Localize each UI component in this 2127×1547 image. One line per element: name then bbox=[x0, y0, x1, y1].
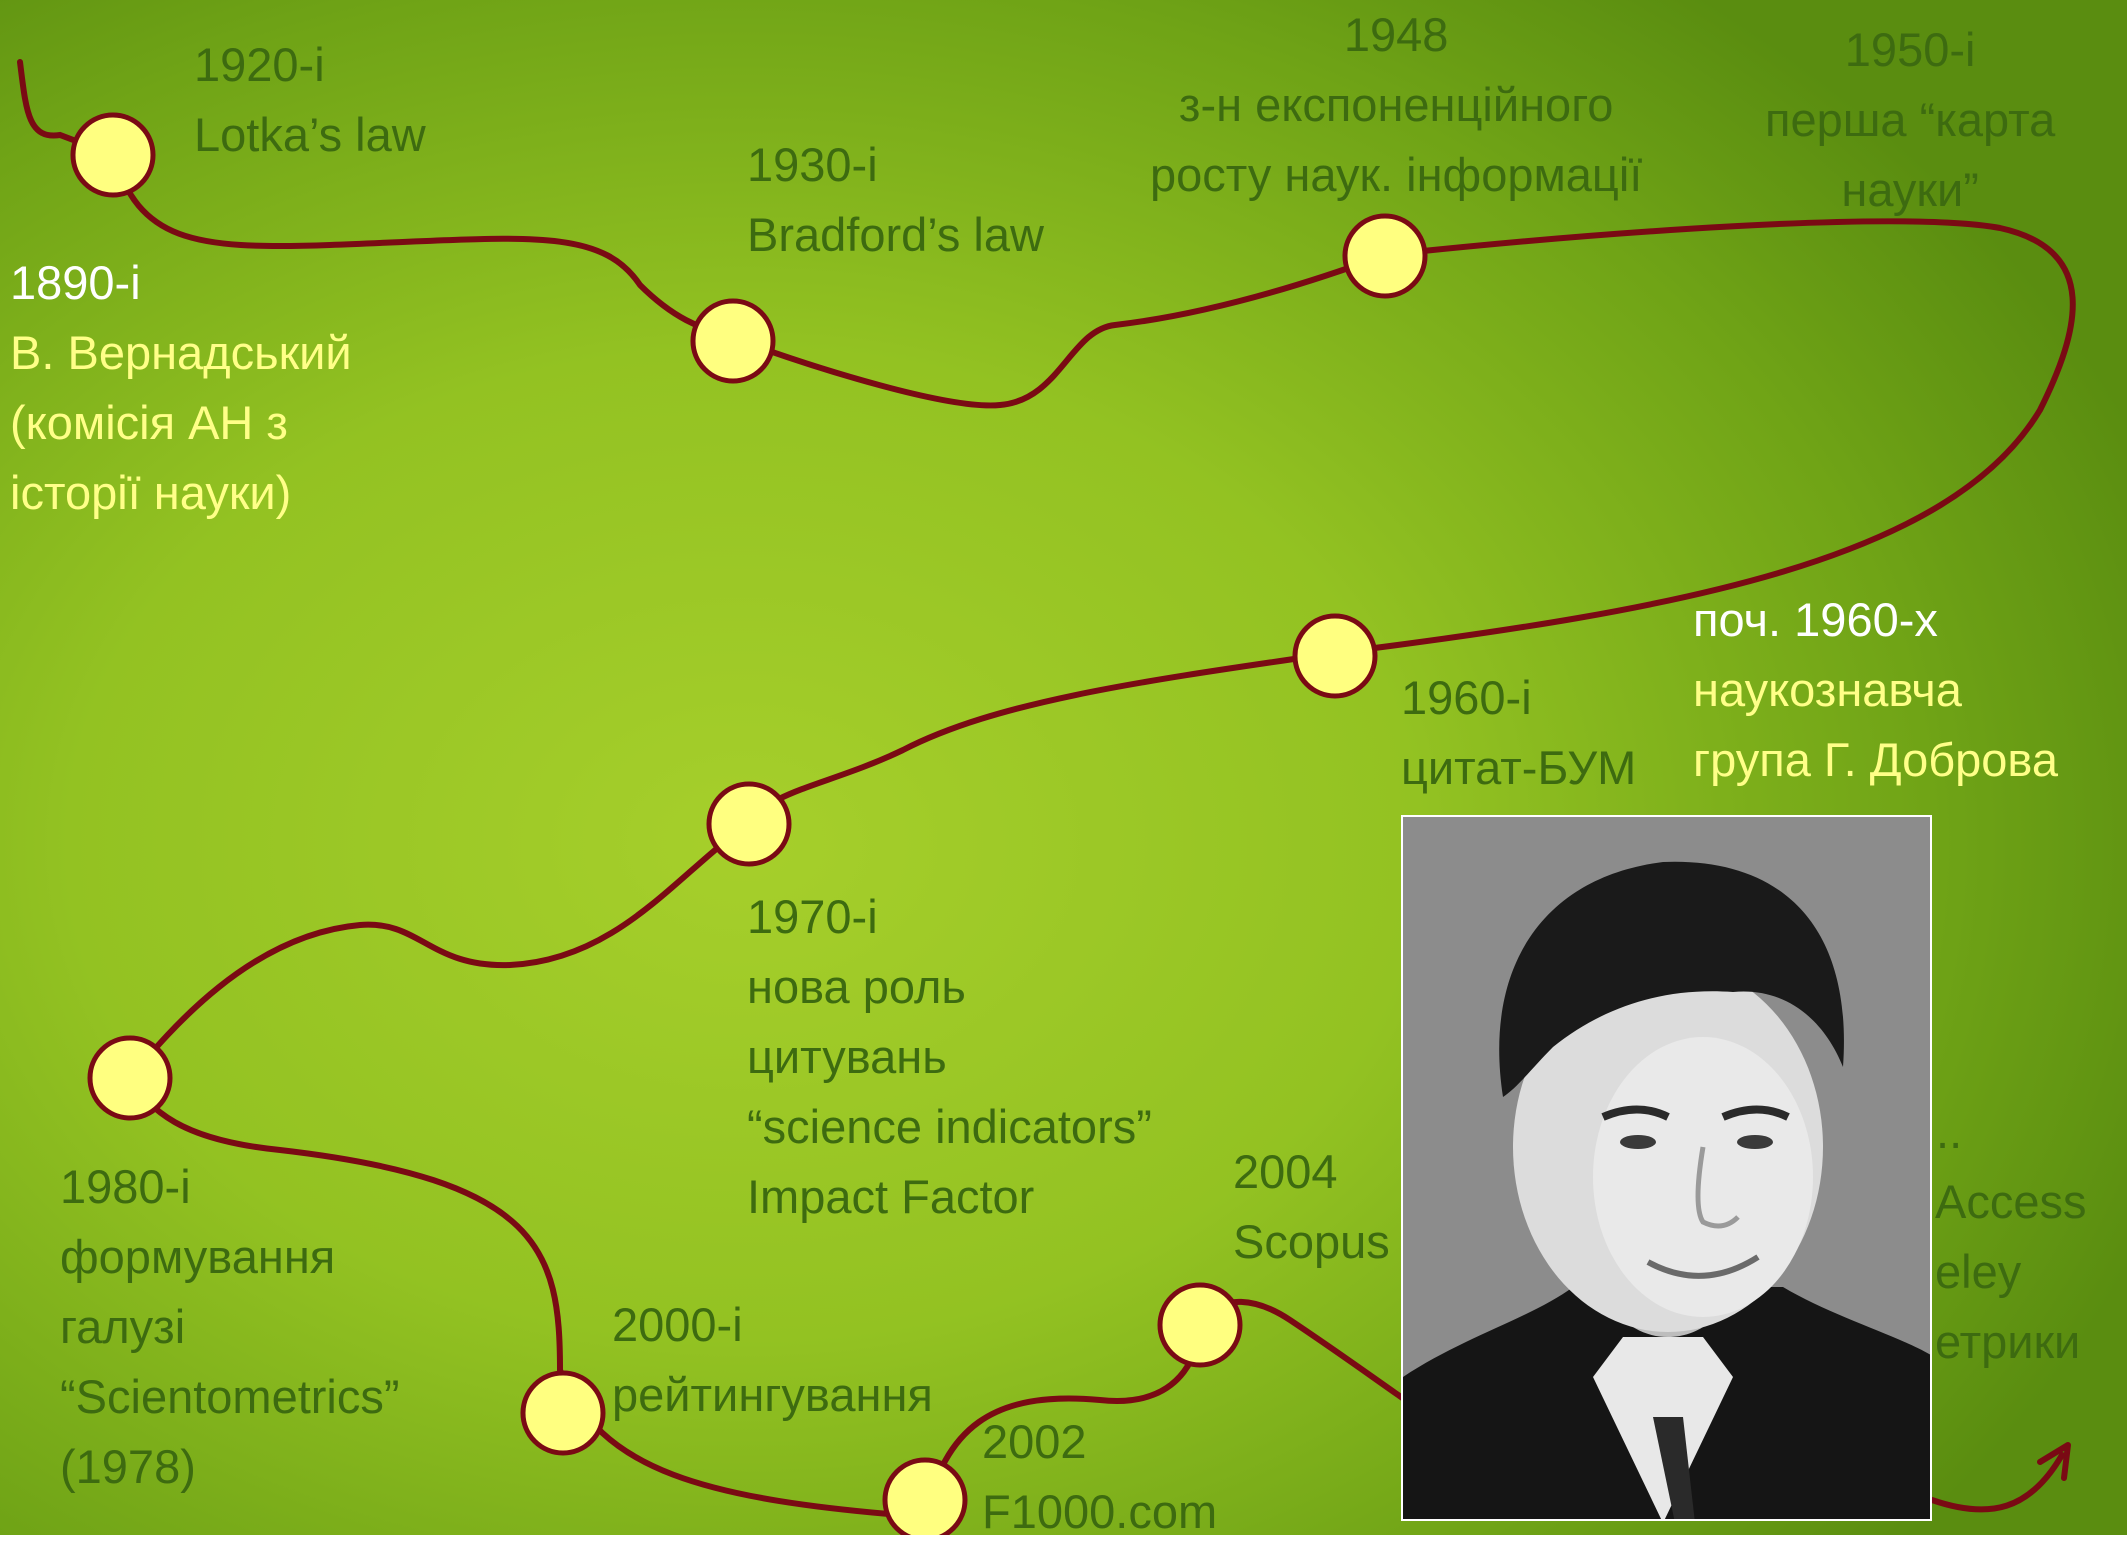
year-1890: 1890-і bbox=[10, 256, 141, 309]
year-2000: 2000-і bbox=[612, 1298, 743, 1351]
portrait-photo bbox=[1401, 815, 1932, 1521]
node-1970 bbox=[706, 781, 792, 867]
year-1930: 1930-і bbox=[747, 138, 878, 191]
year-1960: 1960-і bbox=[1401, 671, 1532, 724]
desc-later-line1: Access bbox=[1935, 1175, 2087, 1228]
label-2002: 2002 F1000.com bbox=[982, 1407, 1217, 1547]
label-1950: 1950-і перша “карта науки” bbox=[1765, 15, 2055, 225]
desc-1970-line1: нова роль bbox=[747, 960, 966, 1013]
desc-1948-line2: росту наук. інформації bbox=[1150, 148, 1643, 201]
arrow-head-icon bbox=[2037, 1442, 2071, 1481]
label-1960: 1960-і цитат-БУМ bbox=[1401, 663, 1636, 803]
desc-1980-line2: галузі bbox=[60, 1300, 186, 1353]
desc-later-line2: eley bbox=[1935, 1245, 2022, 1298]
year-1980: 1980-і bbox=[60, 1160, 191, 1213]
desc-1890-line2: (комісія АН з bbox=[10, 396, 288, 449]
year-2004: 2004 bbox=[1233, 1145, 1338, 1198]
node-1930 bbox=[690, 298, 776, 384]
node-2000 bbox=[520, 1370, 606, 1456]
node-2004 bbox=[1157, 1282, 1243, 1368]
label-1890: 1890-і В. Вернадський (комісія АН з істо… bbox=[10, 248, 352, 528]
node-1960 bbox=[1292, 613, 1378, 699]
desc-1920: Lotka’s law bbox=[194, 108, 426, 161]
year-2002: 2002 bbox=[982, 1415, 1087, 1468]
desc-1930: Bradford’s law bbox=[747, 208, 1044, 261]
desc-1890-line1: В. Вернадський bbox=[10, 326, 352, 379]
node-1948 bbox=[1342, 213, 1428, 299]
desc-later-line3: етрики bbox=[1935, 1315, 2081, 1368]
portrait-figure-icon bbox=[1403, 817, 1930, 1519]
desc-1950-line2: науки” bbox=[1841, 163, 1979, 216]
label-later: ... Access eley етрики bbox=[1923, 1097, 2087, 1377]
label-1920: 1920-і Lotka’s law bbox=[194, 30, 426, 170]
label-1930: 1930-і Bradford’s law bbox=[747, 130, 1044, 270]
node-1980 bbox=[87, 1035, 173, 1121]
desc-1950-line1: перша “карта bbox=[1765, 93, 2056, 146]
label-2004: 2004 Scopus bbox=[1233, 1137, 1390, 1277]
desc-1960: цитат-БУМ bbox=[1401, 741, 1637, 794]
label-1960-early: поч. 1960-х наукознавча група Г. Доброва bbox=[1693, 585, 2058, 795]
desc-1970-line2: цитувань bbox=[747, 1030, 947, 1083]
desc-1970-line3: “science indicators” bbox=[747, 1100, 1152, 1153]
desc-later-line0: ... bbox=[1923, 1105, 1963, 1158]
desc-2000: рейтингування bbox=[612, 1368, 933, 1421]
year-1920: 1920-і bbox=[194, 38, 325, 91]
year-1948: 1948 bbox=[1343, 8, 1449, 61]
label-1980: 1980-і формування галузі “Scientometrics… bbox=[60, 1152, 400, 1502]
year-1970: 1970-і bbox=[747, 890, 878, 943]
desc-1948-line1: з-н експоненційного bbox=[1178, 78, 1614, 131]
desc-1970-line4: Impact Factor bbox=[747, 1170, 1035, 1223]
desc-2002: F1000.com bbox=[982, 1485, 1218, 1538]
label-2000: 2000-і рейтингування bbox=[612, 1290, 933, 1430]
desc-2004: Scopus bbox=[1233, 1215, 1390, 1268]
desc-1960-early-line1: наукознавча bbox=[1693, 663, 1962, 716]
desc-1890-line3: історії науки) bbox=[10, 466, 292, 519]
label-1970: 1970-і нова роль цитувань “science indic… bbox=[747, 882, 1152, 1232]
node-2002 bbox=[882, 1457, 968, 1535]
year-1960-early: поч. 1960-х bbox=[1693, 593, 1938, 646]
year-1950: 1950-і bbox=[1844, 23, 1976, 76]
desc-1960-early-line2: група Г. Доброва bbox=[1693, 733, 2059, 786]
desc-1980-line1: формування bbox=[60, 1230, 336, 1283]
label-1948: 1948 з-н експоненційного росту наук. інф… bbox=[1150, 0, 1642, 210]
node-1920 bbox=[70, 112, 156, 198]
desc-1980-line3: “Scientometrics” bbox=[60, 1370, 400, 1423]
desc-1980-line4: (1978) bbox=[60, 1440, 196, 1493]
